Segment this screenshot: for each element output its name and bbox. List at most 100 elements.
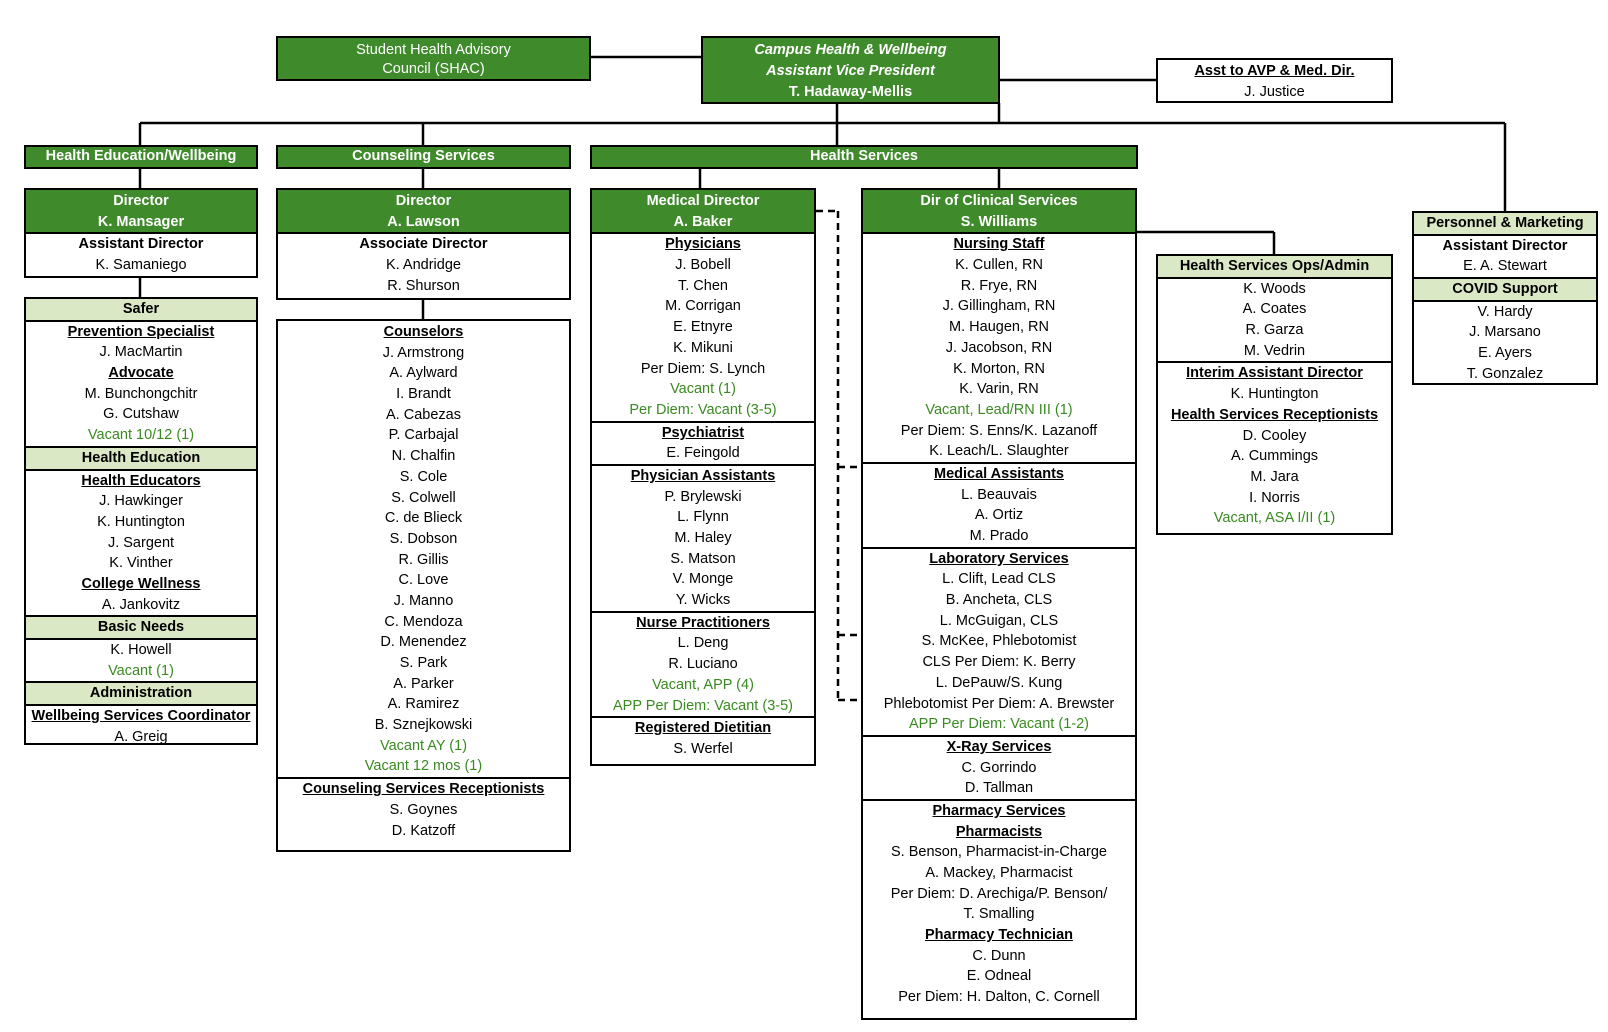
prevention-title: Prevention Specialist [67, 323, 215, 340]
lab-staff: L. DePauw/S. Kung [935, 674, 1063, 691]
covid-staff: E. Ayers [1478, 345, 1532, 362]
pharmacist: S. Benson, Pharmacist-in-Charge [891, 844, 1107, 861]
personnel-asst-name: E. A. Stewart [1463, 258, 1547, 275]
dept-bar-health-ed: Health Education/Wellbeing [24, 145, 258, 169]
physician: K. Mikuni [673, 339, 733, 356]
nurse: J. Gillingham, RN [942, 298, 1056, 315]
counselor: P. Carbajal [388, 427, 459, 444]
asst-avp-title: Asst to AVP & Med. Dir. [1194, 63, 1355, 79]
prevention-name: J. MacMartin [99, 344, 183, 361]
physician-vacant-1: Vacant (1) [670, 381, 736, 398]
counselor: A. Ramirez [387, 696, 460, 713]
director-title: Medical Director [646, 193, 760, 209]
np: L. Deng [677, 635, 729, 652]
counselors-title: Counselors [383, 324, 464, 340]
lab-vacant: APP Per Diem: Vacant (1-2) [909, 716, 1089, 733]
shac-box: Student Health Advisory Council (SHAC) [276, 36, 591, 81]
interim-name: K. Huntington [1230, 386, 1319, 403]
psychiatrist-name: E. Feingold [666, 445, 740, 462]
physician: J. Bobell [675, 257, 731, 274]
pharmacy-tech: Per Diem: H. Dalton, C. Cornell [898, 989, 1100, 1006]
director-name: S. Williams [960, 213, 1038, 230]
asst-director-title: Assistant Director [26, 232, 256, 255]
pharmacy-tech: E. Odneal [966, 968, 1032, 985]
lab-staff: L. McGuigan, CLS [939, 612, 1059, 629]
director-name: K. Mansager [97, 213, 185, 230]
counselor: A. Parker [393, 675, 454, 692]
nurse: K. Cullen, RN [955, 257, 1043, 274]
educator: K. Huntington [97, 513, 185, 530]
ops-staff: R. Garza [1245, 322, 1304, 339]
medical-director-box: Medical Director A. Baker Physicians J. … [590, 188, 816, 766]
advocate-title: Advocate [108, 365, 174, 382]
basic-needs-vacant: Vacant (1) [108, 662, 174, 679]
xray-staff: C. Gorrindo [961, 759, 1037, 776]
counselor: S. Dobson [389, 530, 458, 547]
medical-assistant: A. Ortiz [974, 507, 1024, 524]
pa-title: Physician Assistants [592, 463, 814, 487]
dietitian-name: S. Werfel [673, 740, 733, 757]
section-basic-needs: Basic Needs [26, 615, 256, 640]
section-safer: Safer [26, 297, 256, 322]
asst-director-name: K. Samaniego [95, 257, 187, 274]
educator: K. Vinther [109, 555, 173, 572]
nursing-perdiem-1: Per Diem: S. Enns/K. Lazanoff [900, 422, 1098, 439]
asst-avp-name: J. Justice [1244, 83, 1305, 100]
assoc-director-title: Associate Director [278, 232, 569, 255]
counselor: A. Aylward [389, 365, 458, 382]
lab-staff: CLS Per Diem: K. Berry [922, 654, 1076, 671]
nurse: J. Jacobson, RN [945, 339, 1053, 356]
nurse: R. Frye, RN [960, 277, 1038, 294]
basic-needs-name: K. Howell [110, 642, 172, 658]
counselor: I. Brandt [396, 386, 451, 403]
avp-line2: Assistant Vice President [766, 63, 935, 79]
counselor: S. Colwell [391, 489, 456, 506]
counselor: C. Mendoza [384, 613, 463, 630]
physician-assistant: Y. Wicks [675, 592, 731, 609]
pharmacy-tech: C. Dunn [972, 947, 1026, 964]
avp-box: Campus Health & Wellbeing Assistant Vice… [701, 36, 1000, 104]
nurse: K. Morton, RN [953, 360, 1045, 377]
advocate-1: M. Bunchongchitr [84, 385, 198, 402]
counselor: J. Armstrong [382, 344, 465, 361]
advocate-vacant: Vacant 10/12 (1) [87, 427, 195, 444]
educators-title: Health Educators [81, 472, 201, 489]
counselor-vacant-2: Vacant 12 mos (1) [364, 758, 483, 775]
hs-receptionists-title: Health Services Receptionists [1170, 406, 1379, 423]
physician: T. Chen [678, 277, 728, 294]
covid-staff: J. Marsano [1469, 324, 1541, 341]
nursing-vacant: Vacant, Lead/RN III (1) [925, 401, 1073, 418]
personnel-title: Personnel & Marketing [1414, 213, 1596, 236]
college-wellness-title: College Wellness [81, 575, 201, 592]
health-ed-programs-box: Safer Prevention Specialist J. MacMartin… [24, 297, 258, 745]
clinical-director-header: Dir of Clinical Services S. Williams [863, 190, 1135, 233]
np-vacant-2: APP Per Diem: Vacant (3-5) [613, 697, 793, 714]
director-name: A. Lawson [387, 213, 460, 230]
personnel-asst-title: Assistant Director [1442, 237, 1568, 254]
tech-title: Pharmacy Technician [924, 927, 1074, 944]
counselor: C. Love [398, 572, 449, 589]
covid-staff: T. Gonzalez [1466, 365, 1544, 382]
shac-line1: Student Health Advisory [356, 42, 511, 58]
covid-staff: V. Hardy [1477, 303, 1533, 320]
director-name: A. Baker [673, 213, 733, 230]
nursing-perdiem-2: K. Leach/L. Slaughter [929, 443, 1069, 460]
advocate-2: G. Cutshaw [103, 406, 179, 423]
educator: J. Sargent [107, 534, 175, 551]
section-health-education: Health Education [26, 445, 256, 471]
section-administration: Administration [26, 681, 256, 707]
avp-line1: Campus Health & Wellbeing [754, 42, 947, 58]
counselor: B. Sznejkowski [374, 717, 473, 734]
counselor-vacant-1: Vacant AY (1) [379, 737, 468, 754]
medical-assistant: M. Prado [969, 528, 1029, 544]
physician: M. Corrigan [665, 298, 741, 315]
dietitian-title: Registered Dietitian [592, 716, 814, 739]
counseling-director-header: Director A. Lawson [278, 190, 569, 233]
assoc-director-2: R. Shurson [387, 277, 460, 294]
